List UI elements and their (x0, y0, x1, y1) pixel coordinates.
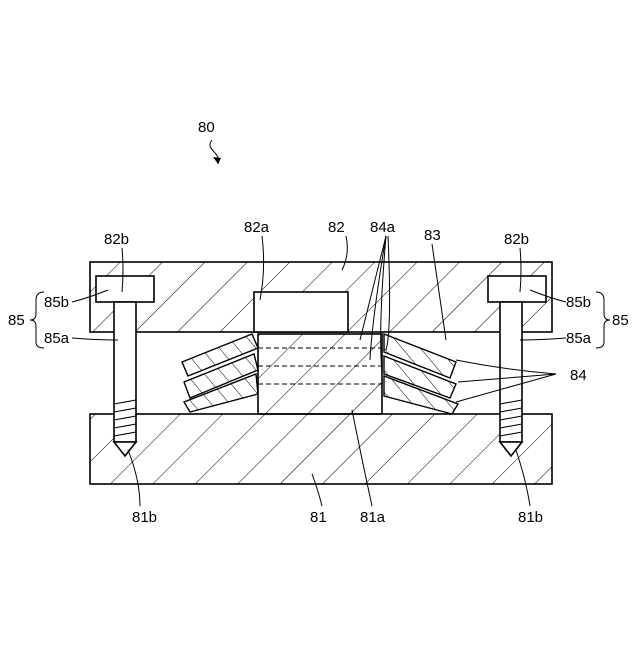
label-bolt-shaft-left: 85a (44, 330, 70, 347)
label-core-inner: 84a (370, 219, 396, 236)
bolt-shaft-right (500, 302, 522, 442)
label-bolt-right: 85 (612, 312, 629, 329)
lower-plate (90, 414, 552, 484)
label-upper-plate-hole-left: 82b (104, 231, 129, 248)
label-cores: 84 (570, 367, 587, 384)
bolt-shaft-left (114, 302, 136, 442)
label-lower-plate-hole-left: 81b (132, 509, 157, 526)
label-upper-plate: 82 (328, 219, 345, 236)
cores-right (384, 334, 458, 414)
label-lower-plate-hole-right: 81b (518, 509, 543, 526)
label-bolt-head-left: 85b (44, 294, 69, 311)
bolt-head-left (96, 276, 154, 302)
upper-plate-recess (254, 292, 348, 332)
bolt-head-right (488, 276, 546, 302)
label-upper-plate-hole-right: 82b (504, 231, 529, 248)
label-bolt-shaft-right: 85a (566, 330, 592, 347)
label-bolt-left: 85 (8, 312, 25, 329)
label-lower-plate-center: 81a (360, 509, 386, 526)
label-figure: 80 (198, 119, 215, 136)
label-upper-plate-recess: 82a (244, 219, 270, 236)
cores-left (182, 334, 258, 412)
bracket-right (596, 292, 610, 348)
bracket-left (30, 292, 44, 348)
label-lower-plate: 81 (310, 509, 327, 526)
figure-arrowhead (213, 157, 221, 164)
label-gap: 83 (424, 227, 441, 244)
label-bolt-head-right: 85b (566, 294, 591, 311)
lower-plate-center (258, 334, 382, 414)
